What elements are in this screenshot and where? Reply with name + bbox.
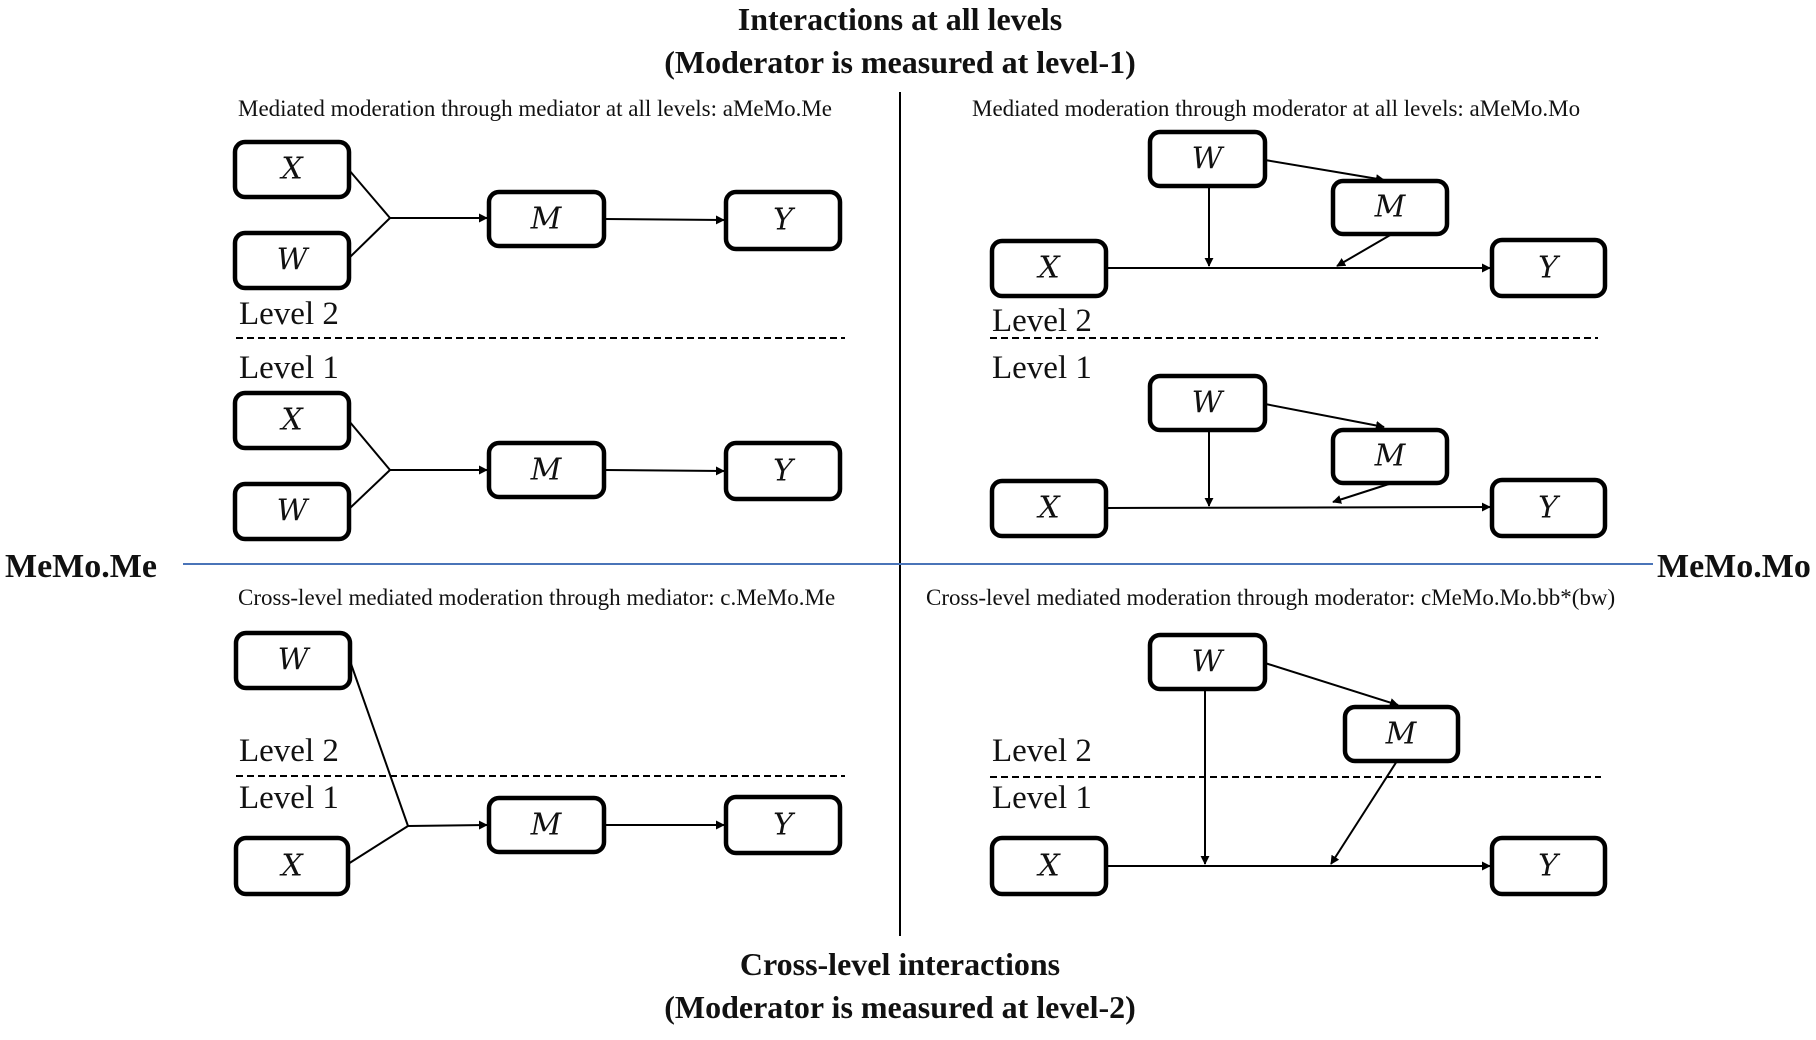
node-label: M	[1385, 717, 1418, 752]
panel-top-left: Mediated moderation through mediator at …	[232, 96, 845, 542]
left-axis-label: MeMo.Me	[5, 548, 157, 585]
node-box	[1489, 237, 1608, 299]
node-box	[723, 440, 843, 502]
node-box	[1489, 835, 1608, 897]
arrow-to-m	[407, 820, 488, 830]
node-label: Y	[773, 203, 796, 238]
arrow-m-moderates-path	[1330, 760, 1398, 865]
node-box	[1330, 178, 1450, 237]
node-label: W	[277, 494, 310, 529]
node-box	[723, 794, 843, 856]
panel-caption: Mediated moderation through moderator at…	[972, 96, 1580, 121]
node-label: W	[277, 243, 310, 278]
right-axis-label: MeMo.Mo	[1657, 548, 1811, 585]
node-box	[232, 481, 352, 542]
top-heading-line1: Interactions at all levels	[738, 1, 1062, 37]
level-1-label: Level 1	[239, 780, 339, 816]
level-1-label: Level 1	[992, 350, 1092, 386]
arrow-w-to-m	[1264, 662, 1399, 707]
node-label: M	[530, 808, 563, 843]
node-label: M	[1374, 190, 1407, 225]
node-box	[233, 835, 351, 897]
node-label: Y	[773, 454, 796, 489]
level-2-label: Level 2	[992, 303, 1092, 339]
panel-top-right: Mediated moderation through moderator at…	[972, 96, 1608, 539]
top-heading-line2: (Moderator is measured at level-1)	[664, 44, 1136, 80]
node-box	[989, 478, 1109, 539]
node-box	[1147, 373, 1268, 433]
node-label: X	[1036, 491, 1061, 526]
level-2-label: Level 2	[992, 733, 1092, 769]
bottom-heading-line1: Cross-level interactions	[740, 946, 1060, 982]
node-label: Y	[1538, 251, 1561, 286]
arrow-w-to-m	[1264, 403, 1385, 430]
node-label: W	[1192, 386, 1225, 421]
edge-x-junction	[348, 420, 391, 471]
node-box	[232, 230, 352, 291]
arrow-m-moderates-path	[1332, 482, 1393, 504]
panel-caption: Cross-level mediated moderation through …	[926, 585, 1615, 610]
node-label: W	[1192, 645, 1225, 680]
level-2-label: Level 2	[239, 296, 339, 332]
node-box	[723, 189, 843, 252]
node-box	[1147, 632, 1268, 692]
node-label: M	[1374, 439, 1407, 474]
node-label: X	[1036, 251, 1061, 286]
node-label: W	[1192, 142, 1225, 177]
node-box	[232, 139, 352, 200]
panel-bottom-left: Cross-level mediated moderation through …	[233, 585, 845, 897]
arrow-m-to-y	[603, 466, 725, 476]
node-label: X	[279, 849, 304, 884]
node-box	[1147, 129, 1268, 189]
node-label: X	[279, 403, 304, 438]
edge-w-junction	[348, 469, 391, 510]
node-label: Y	[773, 808, 796, 843]
node-box	[1342, 704, 1461, 764]
edge-x-junction	[347, 825, 409, 865]
level-1-label: Level 1	[992, 780, 1092, 816]
node-box	[1489, 477, 1608, 539]
arrow-w-to-m	[1264, 159, 1385, 184]
arrow-m-to-y	[603, 215, 725, 225]
node-label: X	[1036, 849, 1061, 884]
arrow-m-moderates-path	[1336, 233, 1393, 267]
edge-w-junction	[349, 660, 409, 827]
node-label: M	[530, 202, 563, 237]
edge-w-junction	[348, 217, 391, 259]
panel-caption: Cross-level mediated moderation through …	[238, 585, 835, 610]
edge-x-junction	[348, 169, 391, 219]
node-label: W	[278, 643, 311, 678]
panel-bottom-right: Cross-level mediated moderation through …	[926, 585, 1615, 897]
arrow-x-to-y	[1105, 502, 1491, 512]
node-box	[233, 630, 353, 691]
node-box	[232, 390, 352, 451]
node-label: X	[279, 152, 304, 187]
level-2-label: Level 2	[239, 733, 339, 769]
level-1-label: Level 1	[239, 350, 339, 386]
node-label: M	[530, 453, 563, 488]
node-label: Y	[1538, 491, 1561, 526]
bottom-heading-line2: (Moderator is measured at level-2)	[664, 989, 1136, 1025]
node-label: Y	[1538, 849, 1561, 884]
panel-caption: Mediated moderation through mediator at …	[238, 96, 832, 121]
